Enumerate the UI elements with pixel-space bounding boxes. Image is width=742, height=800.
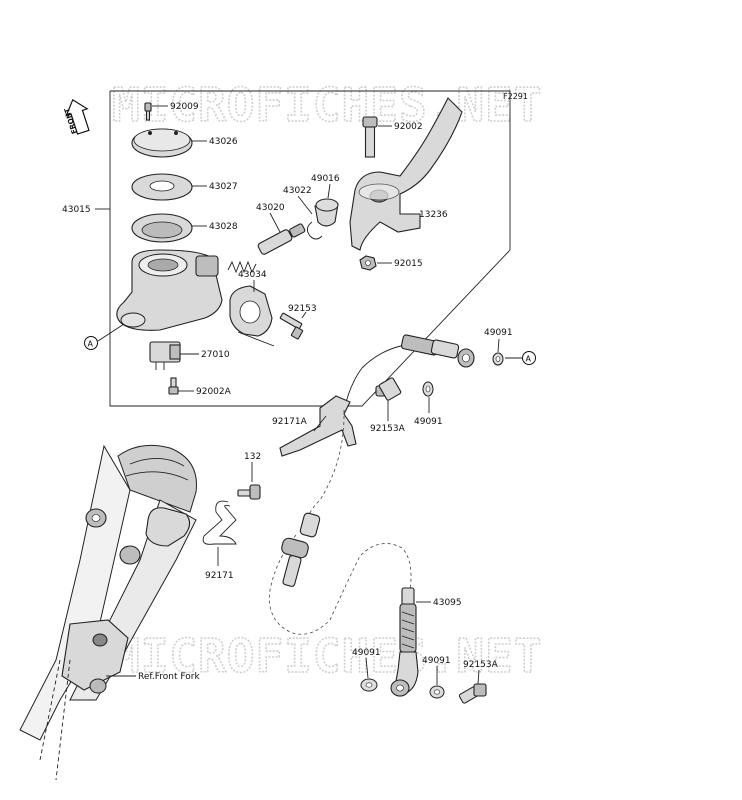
label-92153A-bottom: 92153A: [463, 660, 499, 670]
label-27010: 27010: [201, 350, 230, 360]
part-front-fork: [19, 444, 197, 781]
part-92015: [359, 255, 377, 271]
label-92002A: 92002A: [196, 387, 232, 397]
part-hose-grommet: [281, 512, 321, 587]
label-49091-top: 49091: [484, 328, 513, 338]
label-49091-mid: 49091: [414, 417, 443, 427]
part-43022: [307, 221, 323, 240]
label-43095: 43095: [433, 598, 462, 608]
part-49091-bottom-left: [360, 678, 378, 692]
part-43095: [390, 587, 419, 697]
part-49091-bottom-right: [429, 685, 445, 699]
part-49091-top: [492, 352, 504, 366]
part-43026: [131, 128, 193, 158]
label-43027: 43027: [209, 182, 238, 192]
part-92009: [144, 102, 152, 121]
label-43028: 43028: [209, 222, 238, 232]
label-49091-bottom-left: 49091: [352, 648, 381, 658]
label-43026: 43026: [209, 137, 238, 147]
part-43034: [229, 285, 273, 337]
diagram-code: F2291: [503, 92, 528, 101]
label-43020: 43020: [256, 203, 285, 213]
part-43028: [131, 213, 193, 243]
label-92009: 92009: [170, 102, 199, 112]
label-43034: 43034: [238, 270, 267, 280]
label-43022: 43022: [283, 186, 312, 196]
label-92002: 92002: [394, 122, 423, 132]
label-49091-bottom-right: 49091: [422, 656, 451, 666]
watermark-top: MICROFICHES.NET: [112, 78, 542, 132]
label-43015: 43015: [62, 205, 91, 215]
label-13236: 13236: [419, 210, 448, 220]
label-92153: 92153: [288, 304, 317, 314]
part-92002: [362, 116, 378, 158]
part-92171: [202, 500, 237, 545]
part-43015: [116, 249, 223, 331]
part-92153A-top: [375, 377, 402, 401]
label-92153A-top: 92153A: [370, 424, 406, 434]
part-92171A: [279, 395, 357, 457]
part-27010: [149, 341, 181, 370]
part-92153A-bottom: [458, 683, 487, 704]
label-92171A: 92171A: [272, 417, 308, 427]
part-13236: [349, 97, 463, 251]
part-92002A: [168, 377, 179, 395]
label-132: 132: [244, 452, 261, 462]
part-43020: [227, 223, 306, 274]
part-43027: [131, 173, 193, 201]
part-49016: [314, 198, 339, 227]
part-92153: [279, 312, 304, 340]
ref-marker-a-right: A: [522, 351, 536, 365]
svg-text:A: A: [526, 355, 532, 364]
ref-marker-a-left: A: [84, 336, 98, 350]
watermark-bottom: MICROFICHES.NET: [112, 629, 542, 683]
svg-text:A: A: [88, 340, 94, 349]
label-92015: 92015: [394, 259, 423, 269]
ref-front-fork-label: Ref.Front Fork: [138, 672, 200, 682]
label-92171: 92171: [205, 571, 234, 581]
part-brake-hose-upper: [343, 334, 475, 411]
assembly-box: [109, 90, 511, 407]
label-49016: 49016: [311, 174, 340, 184]
part-49091-mid: [422, 381, 434, 397]
part-132: [237, 484, 261, 500]
front-arrow-icon: FRONT: [63, 98, 90, 135]
